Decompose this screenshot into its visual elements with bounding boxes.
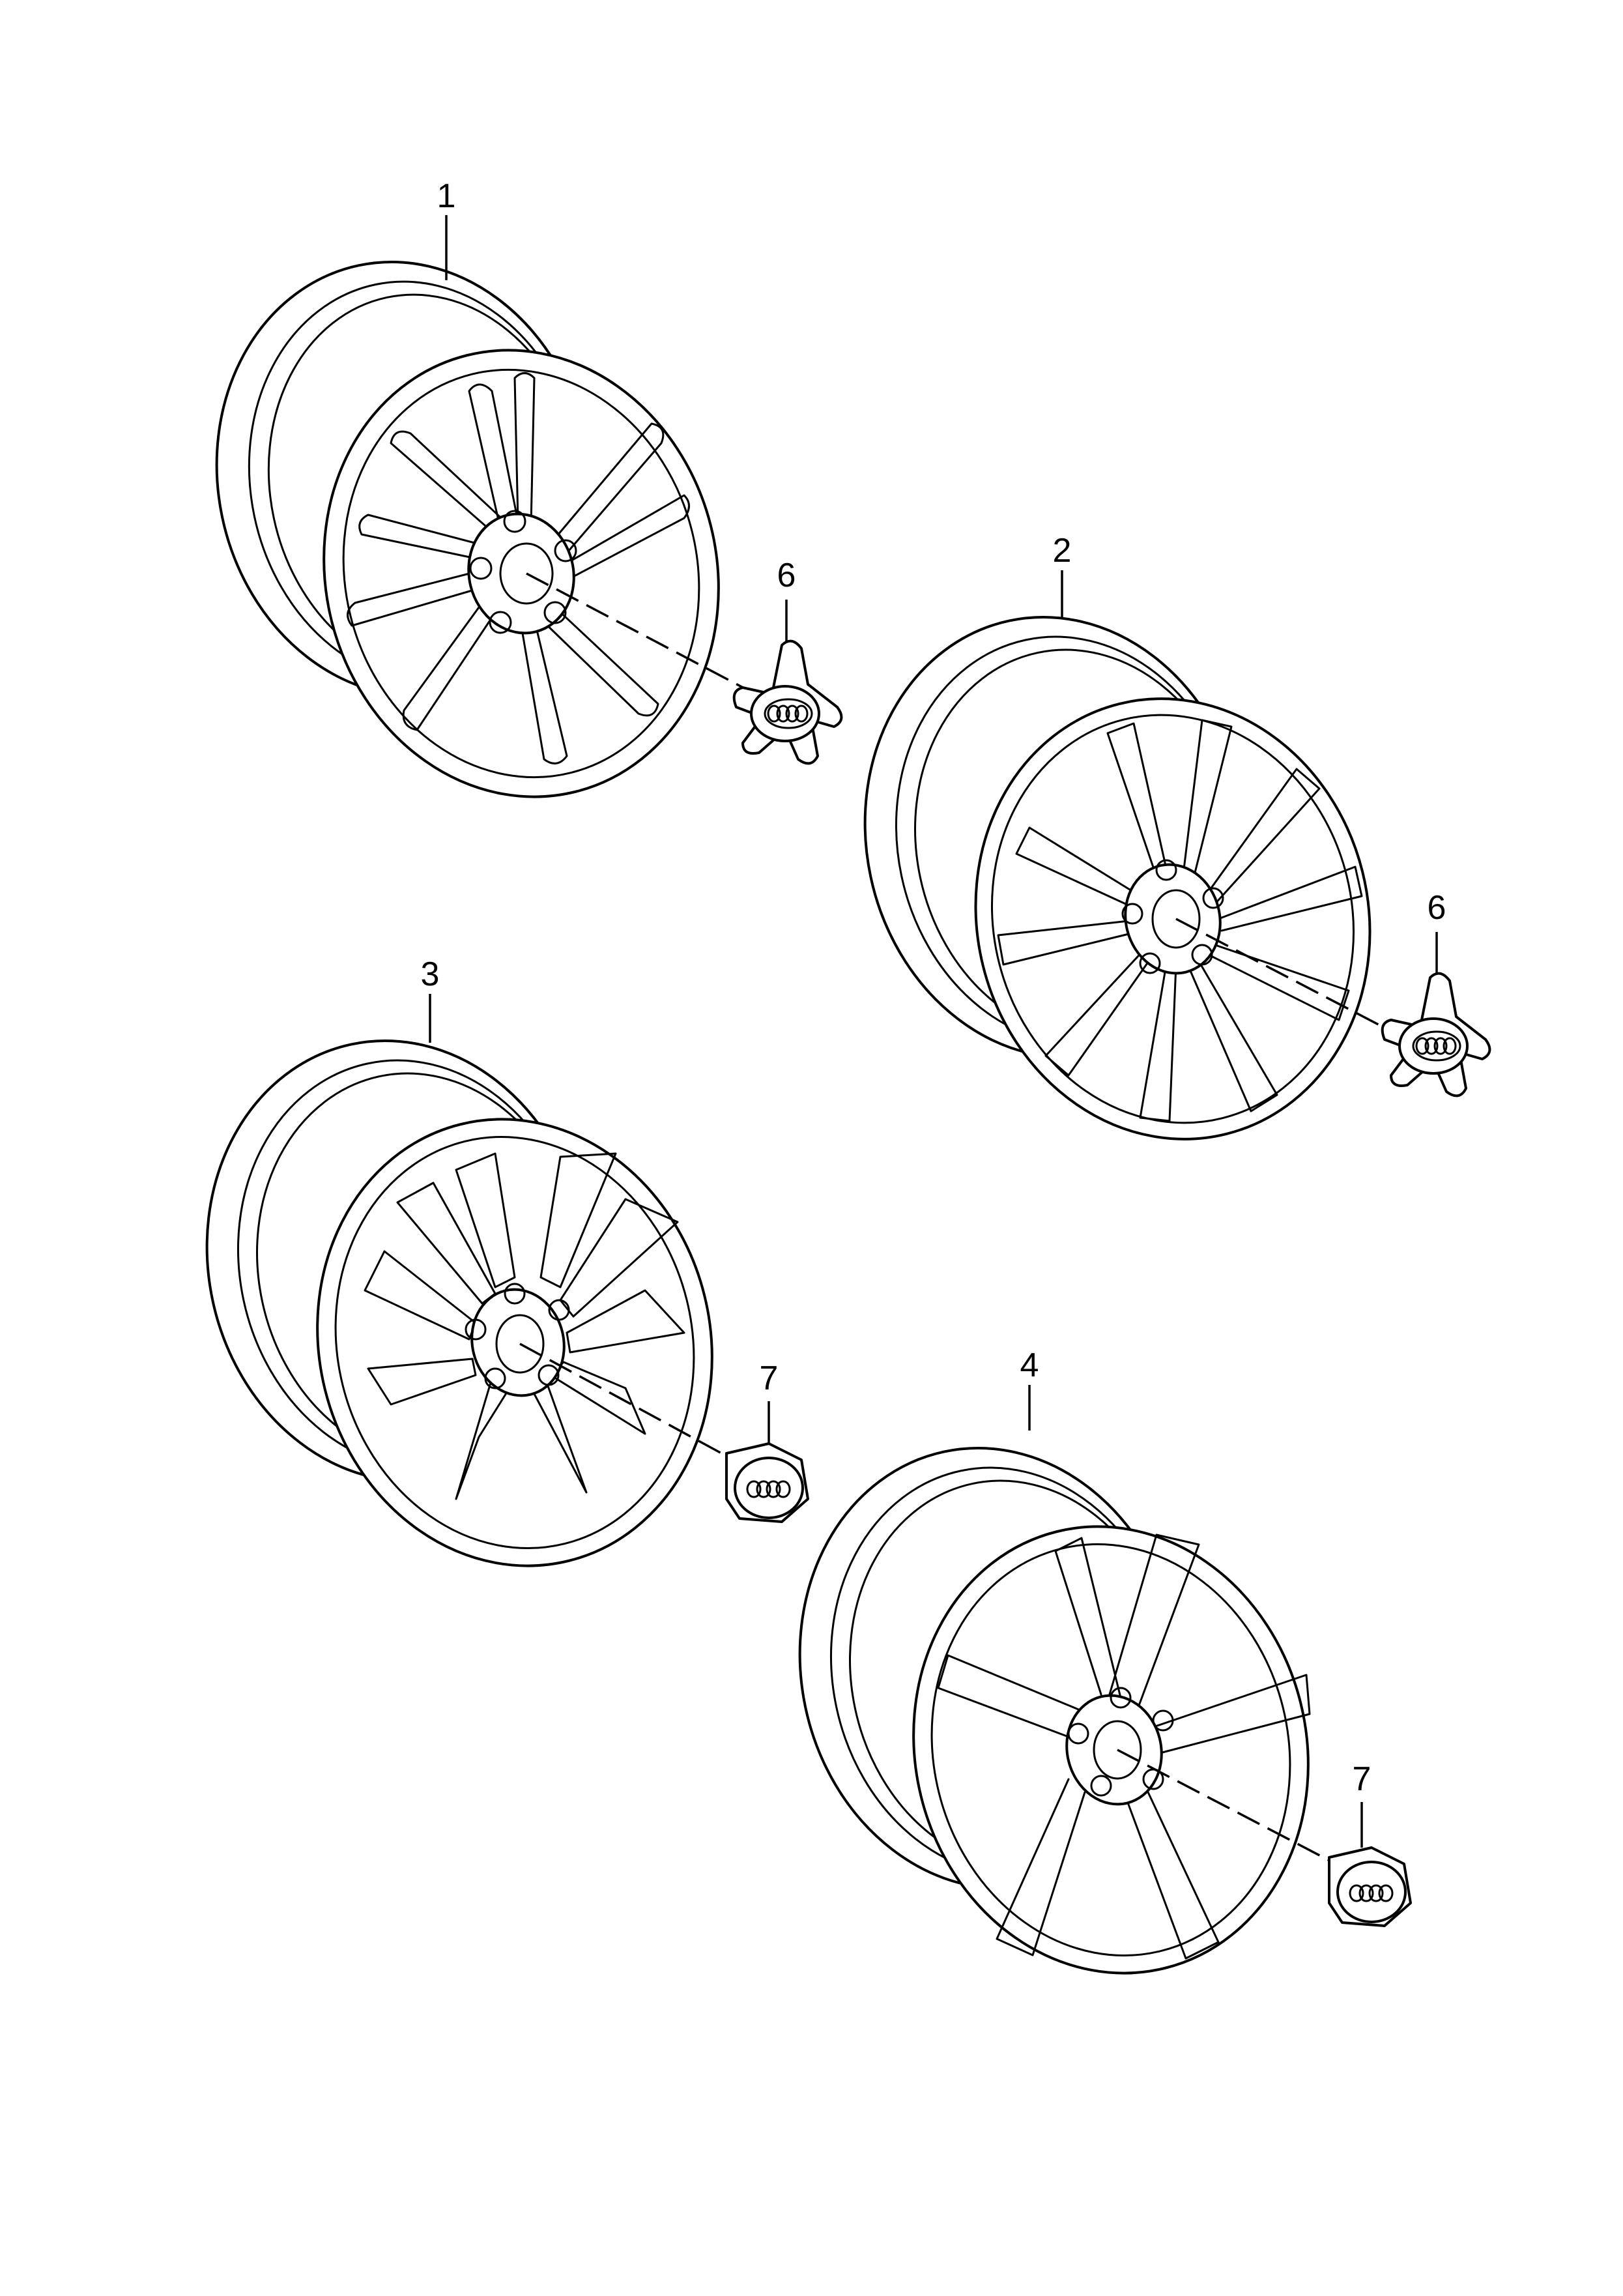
center-cap-7-lower bbox=[1328, 1846, 1412, 1927]
center-cap-6-upper bbox=[732, 639, 843, 765]
wheel-2 bbox=[863, 616, 1372, 1141]
wheel-3 bbox=[205, 1039, 713, 1567]
callout-7-upper: 7 bbox=[760, 1359, 779, 1397]
brand-rings-logo-icon bbox=[1415, 1037, 1457, 1055]
axis-line-4 bbox=[1117, 1749, 1343, 1868]
brand-rings-logo-icon bbox=[767, 705, 809, 723]
callout-1: 1 bbox=[437, 177, 456, 215]
center-cap-6-lower bbox=[1381, 972, 1491, 1097]
brand-rings-logo-icon bbox=[1349, 1884, 1394, 1902]
callout-7-lower: 7 bbox=[1353, 1760, 1372, 1798]
callout-6-lower: 6 bbox=[1428, 889, 1446, 927]
wheel-4 bbox=[798, 1447, 1311, 1975]
callout-3: 3 bbox=[421, 955, 440, 993]
brand-rings-logo-icon bbox=[746, 1480, 791, 1498]
axis-line-3 bbox=[519, 1343, 740, 1464]
wheel-1-spokes bbox=[347, 372, 690, 764]
callout-4: 4 bbox=[1020, 1346, 1039, 1384]
callout-2: 2 bbox=[1053, 532, 1072, 570]
axis-line-2 bbox=[1175, 918, 1401, 1038]
callout-6-upper: 6 bbox=[777, 557, 796, 594]
wheel-1 bbox=[215, 261, 720, 798]
wheel-2-spokes bbox=[997, 719, 1363, 1122]
center-cap-7-upper bbox=[725, 1442, 809, 1523]
wheel-4-spokes bbox=[937, 1533, 1311, 1960]
axis-line-1 bbox=[526, 572, 750, 692]
